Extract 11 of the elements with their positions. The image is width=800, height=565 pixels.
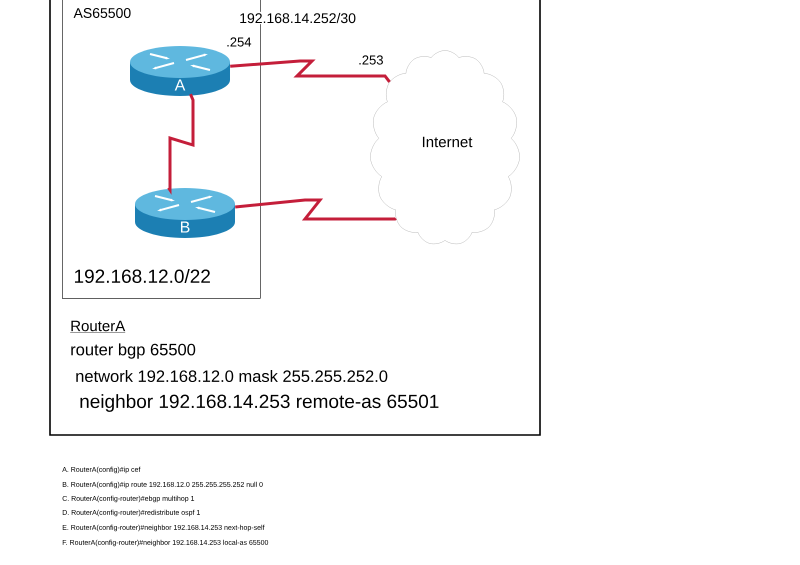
serial-link bbox=[230, 60, 391, 83]
config-line: network 192.168.12.0 mask 255.255.252.0 bbox=[76, 370, 388, 382]
ip-label: .254 bbox=[227, 37, 252, 47]
config-heading: RouterA bbox=[70, 320, 126, 333]
config-line: router bgp 65500 bbox=[71, 343, 196, 359]
config-line: neighbor 192.168.14.253 remote-as 65501 bbox=[80, 394, 438, 412]
edge-label: 192.168.14.252/30 bbox=[238, 12, 357, 24]
serial-link bbox=[167, 94, 194, 195]
router: A bbox=[130, 46, 230, 96]
router: B bbox=[135, 188, 235, 238]
serial-link bbox=[235, 198, 396, 220]
